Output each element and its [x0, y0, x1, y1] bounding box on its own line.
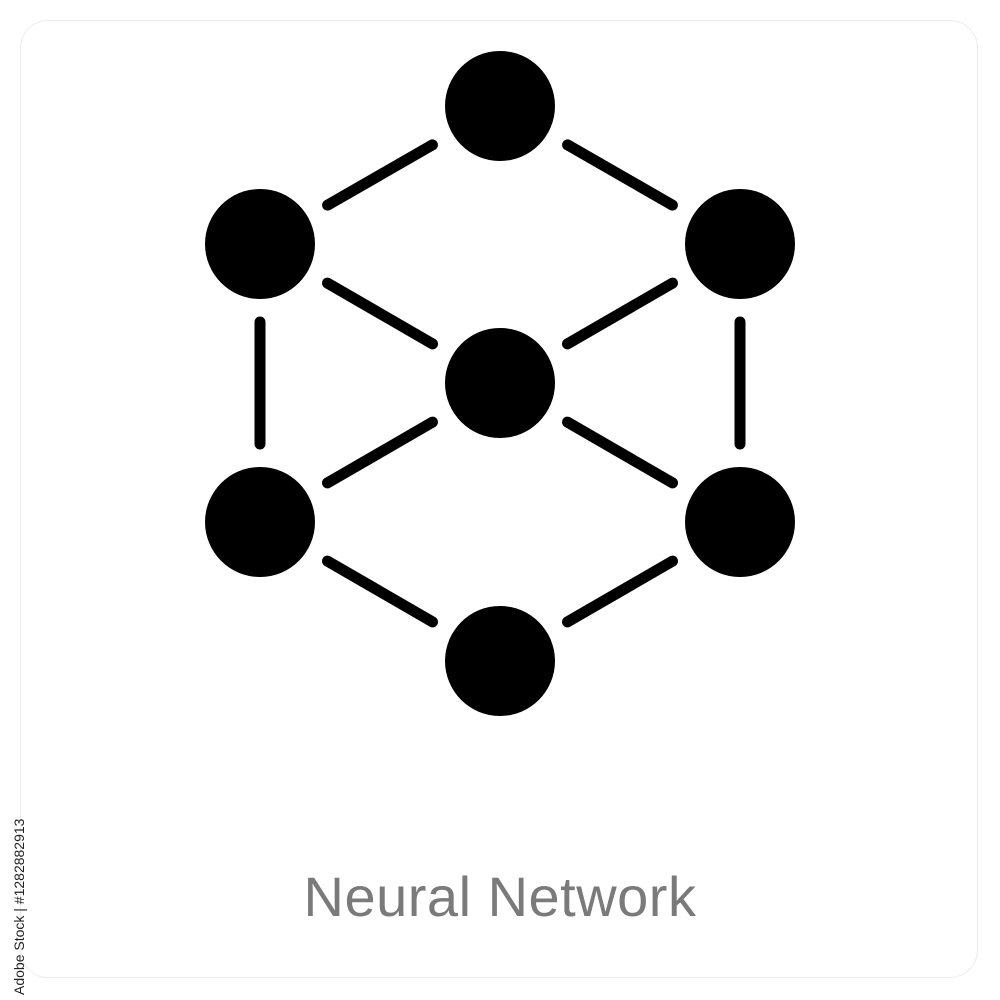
- node-bottom: [445, 606, 555, 716]
- network-links: [254, 139, 746, 628]
- node-upper-right: [685, 189, 795, 299]
- stock-id-label: Adobe Stock | #1282882913: [11, 818, 27, 995]
- card-frame: [20, 20, 978, 978]
- link-top-to-upper-left: [322, 139, 438, 211]
- link-center-to-lower-left: [322, 416, 438, 489]
- network-nodes: [205, 51, 795, 716]
- node-lower-left: [205, 467, 315, 577]
- node-upper-left: [205, 189, 315, 299]
- node-center: [445, 328, 555, 438]
- link-upper-left-to-center: [322, 277, 438, 350]
- link-lower-right-to-bottom: [562, 555, 678, 628]
- link-top-to-upper-right: [562, 139, 678, 211]
- link-upper-right-to-center: [562, 277, 678, 350]
- node-top: [445, 51, 555, 161]
- neural-network-graphic: [205, 51, 795, 716]
- node-lower-right: [685, 467, 795, 577]
- icon-caption: Neural Network: [303, 865, 697, 928]
- neural-network-icon: [205, 51, 795, 716]
- link-lower-left-to-bottom: [322, 555, 438, 628]
- link-center-to-lower-right: [562, 416, 678, 489]
